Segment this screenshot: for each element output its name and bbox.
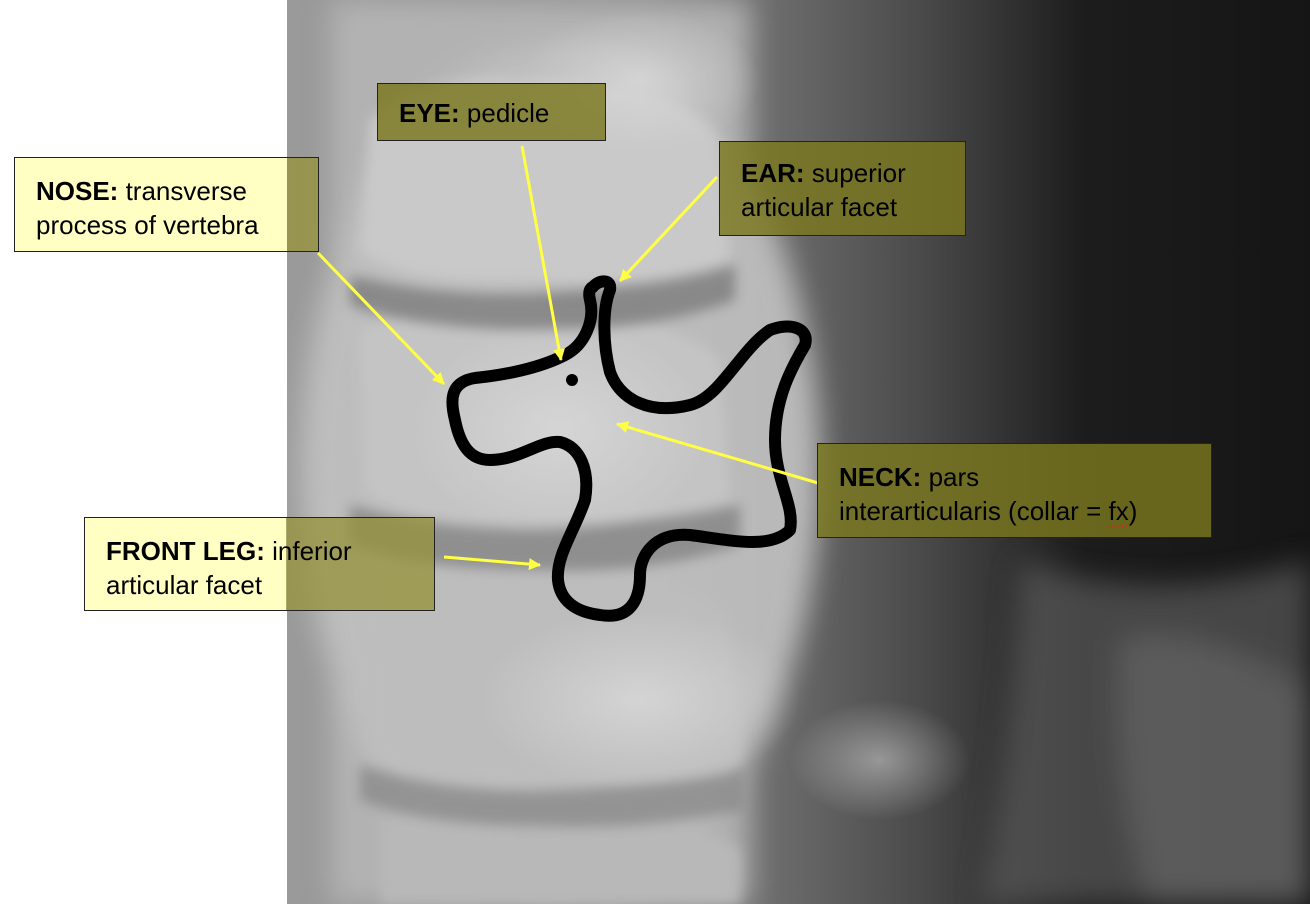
- pointer-arrow-neck: [616, 421, 819, 485]
- callout-ear: EAR: superior articular facet: [719, 141, 966, 236]
- scottie-dog-outline: [446, 275, 812, 622]
- callout-front-leg: FRONT LEG: inferior articular facet: [84, 517, 435, 611]
- callout-front-leg-desc-line1: inferior: [272, 536, 352, 566]
- callout-nose-term: NOSE:: [36, 176, 119, 206]
- callout-neck-desc-end: ): [1128, 496, 1138, 526]
- callout-front-leg-term: FRONT LEG:: [106, 536, 265, 566]
- callout-ear-desc-line2: articular facet: [741, 192, 898, 222]
- page-margin: [0, 0, 287, 904]
- callout-neck-term: NECK:: [839, 462, 922, 492]
- scottie-dog-eye-dot: [566, 374, 578, 386]
- callout-neck-flagged-word: fx: [1108, 496, 1129, 526]
- callout-ear-desc-line1: superior: [811, 158, 906, 188]
- pointer-arrow-nose: [316, 251, 446, 386]
- callout-eye-desc: pedicle: [466, 98, 550, 128]
- pointer-arrow-eye: [520, 145, 565, 361]
- callout-neck-desc-line1: pars: [928, 462, 980, 492]
- pointer-arrow-front-leg: [443, 555, 541, 571]
- callout-neck-desc-line2: interarticularis (collar =: [839, 496, 1109, 526]
- callout-nose: NOSE: transverse process of vertebra: [14, 157, 319, 252]
- callout-eye-term: EYE:: [399, 98, 460, 128]
- callout-neck: NECK: pars interarticularis (collar = fx…: [817, 443, 1212, 538]
- callout-ear-term: EAR:: [741, 158, 805, 188]
- pointer-arrow-ear: [618, 175, 719, 283]
- callout-eye: EYE: pedicle: [377, 83, 606, 141]
- callout-nose-desc-line1: transverse: [125, 176, 247, 206]
- callout-nose-desc-line2: process of vertebra: [36, 210, 259, 240]
- callout-front-leg-desc-line2: articular facet: [106, 570, 263, 600]
